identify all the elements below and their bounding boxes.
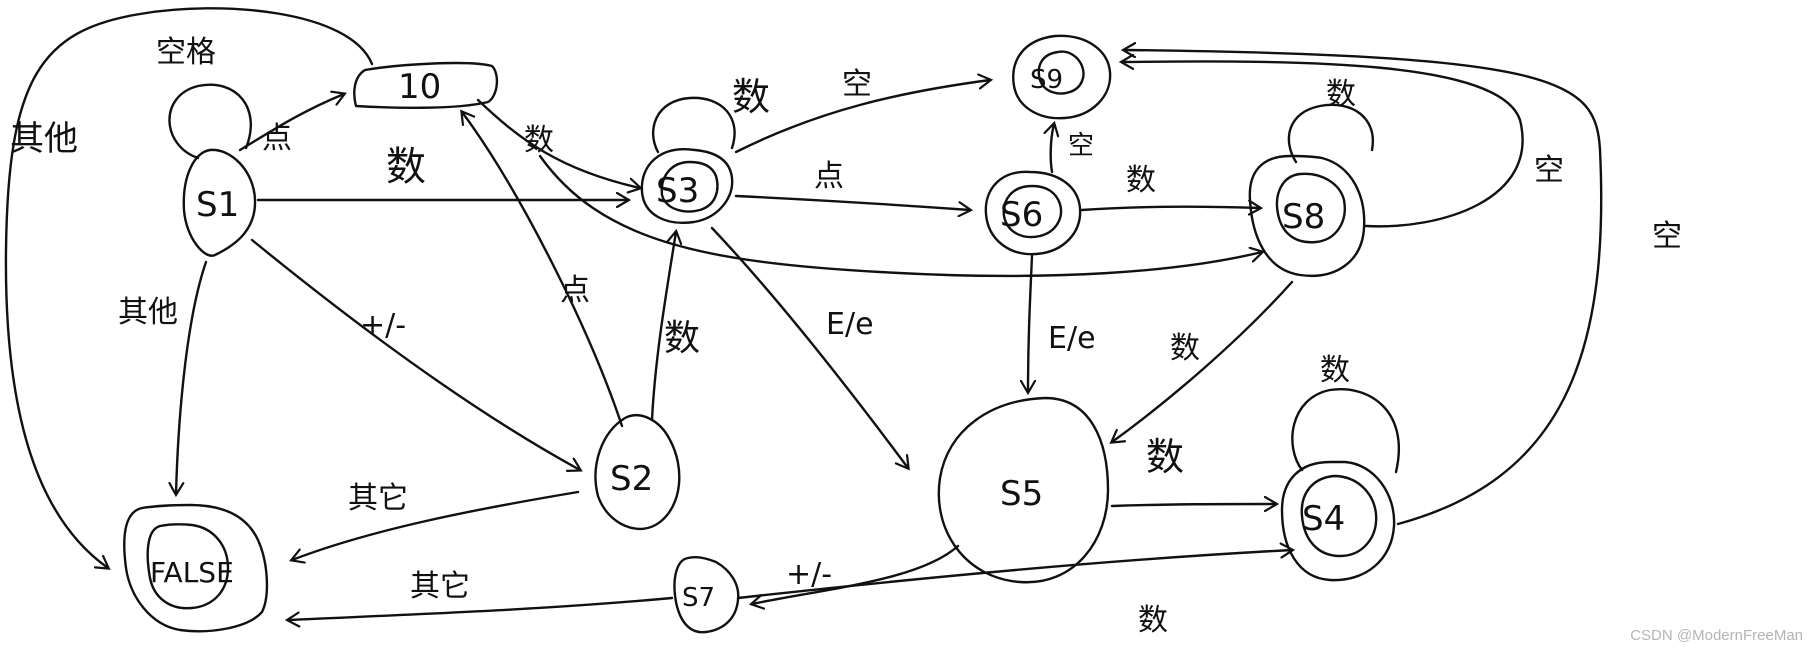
state-s4-label: S4 [1302, 499, 1345, 539]
state-false-shape [123, 503, 269, 633]
edge-s3-s6 [734, 194, 970, 210]
label-s3-s9: 空 [842, 67, 872, 102]
state-s6-inner [1002, 184, 1063, 239]
state-s5-shape [937, 396, 1110, 584]
label-s2-s3: 数 [664, 318, 700, 359]
label-s2-false: 其它 [348, 481, 408, 516]
label-s1-false-outer: 其他 [10, 119, 78, 159]
state-s9-inner [1037, 50, 1085, 95]
label-s7-s4: 数 [1138, 603, 1168, 638]
edge-s1-s10 [238, 94, 344, 152]
loop-s1-space [168, 83, 252, 160]
edge-s10-s3 [476, 98, 640, 188]
loop-s3-digit [651, 96, 736, 154]
label-s3-s5: E/e [826, 307, 874, 342]
state-s6-label: S6 [1000, 195, 1043, 235]
edge-s2-false [292, 490, 580, 560]
edge-s6-s5 [1028, 254, 1032, 392]
state-s7-label: S7 [682, 583, 715, 613]
label-s1-false: 其他 [118, 295, 178, 330]
edge-s6-s8 [1080, 207, 1260, 210]
state-s10-shape [353, 61, 499, 109]
label-s7-false: 其它 [410, 569, 470, 604]
state-s1-label: S1 [196, 185, 239, 225]
state-s1-shape [182, 148, 257, 257]
state-s2-shape [594, 414, 681, 531]
loop-s4-digit [1291, 388, 1401, 474]
watermark: CSDN @ModernFreeMan [1630, 627, 1803, 644]
edge-s3-s5 [710, 226, 908, 468]
edge-s2-s3 [650, 232, 676, 422]
state-s8-inner [1275, 172, 1346, 244]
edge-s3-s8-return [538, 154, 1262, 278]
edge-s7-false [288, 596, 674, 620]
edge-s5-s4 [1110, 504, 1276, 506]
label-s8-self: 数 [1326, 77, 1356, 112]
state-s3-inner [660, 160, 719, 213]
state-s3-shape [640, 148, 734, 224]
label-s8-s9: 空 [1534, 153, 1564, 188]
edge-s5-s7 [752, 544, 960, 604]
label-s1-s10: 点 [262, 121, 292, 156]
label-s6-s8: 数 [1126, 163, 1156, 198]
edge-s8-s9 [1122, 61, 1524, 228]
label-s6-s9: 空 [1068, 131, 1094, 161]
state-s6-shape [984, 170, 1082, 256]
edge-s3-s9 [734, 80, 990, 154]
loop-s8-digit [1287, 103, 1375, 164]
label-s1-s2: +/- [360, 308, 406, 343]
state-s4-inner [1300, 474, 1378, 558]
edge-s1-false [176, 260, 208, 494]
label-s5-s7: +/- [786, 557, 832, 592]
label-s8-s4: 数 [1170, 331, 1200, 366]
state-false-label: FALSE [150, 556, 234, 589]
state-s8-shape [1248, 154, 1366, 277]
state-s10-label: 10 [398, 67, 441, 107]
state-s9-label: S9 [1030, 65, 1063, 95]
label-s5-s4: 数 [1146, 435, 1184, 479]
label-s6-s5: E/e [1048, 321, 1096, 356]
state-s5-label: S5 [1000, 474, 1043, 514]
state-s2-label: S2 [610, 459, 653, 499]
state-s7-shape [673, 556, 740, 634]
edge-s7-s4 [736, 550, 1292, 600]
label-s4-s9: 空 [1652, 219, 1682, 254]
state-false-inner [146, 523, 230, 610]
state-s3-label: S3 [656, 171, 699, 211]
label-s3-s6: 点 [814, 159, 844, 194]
state-s4-shape [1280, 460, 1396, 582]
state-s9-shape [1012, 34, 1112, 120]
label-s10-s2: 点 [560, 273, 590, 308]
label-s3-self: 数 [732, 75, 770, 119]
label-s1-s3: 数 [386, 144, 426, 190]
edge-s1-false-outer [4, 7, 374, 568]
edge-s1-s2 [250, 238, 580, 470]
label-s10-s3: 数 [524, 123, 554, 158]
edge-s6-s9 [1051, 124, 1054, 174]
label-s4-self: 数 [1320, 353, 1350, 388]
state-s8-label: S8 [1282, 197, 1325, 237]
edge-s8-s4 [1112, 280, 1294, 442]
edge-s10-s2 [462, 112, 624, 428]
label-s1-self: 空格 [156, 35, 216, 70]
edge-s4-s9 [1124, 50, 1603, 526]
